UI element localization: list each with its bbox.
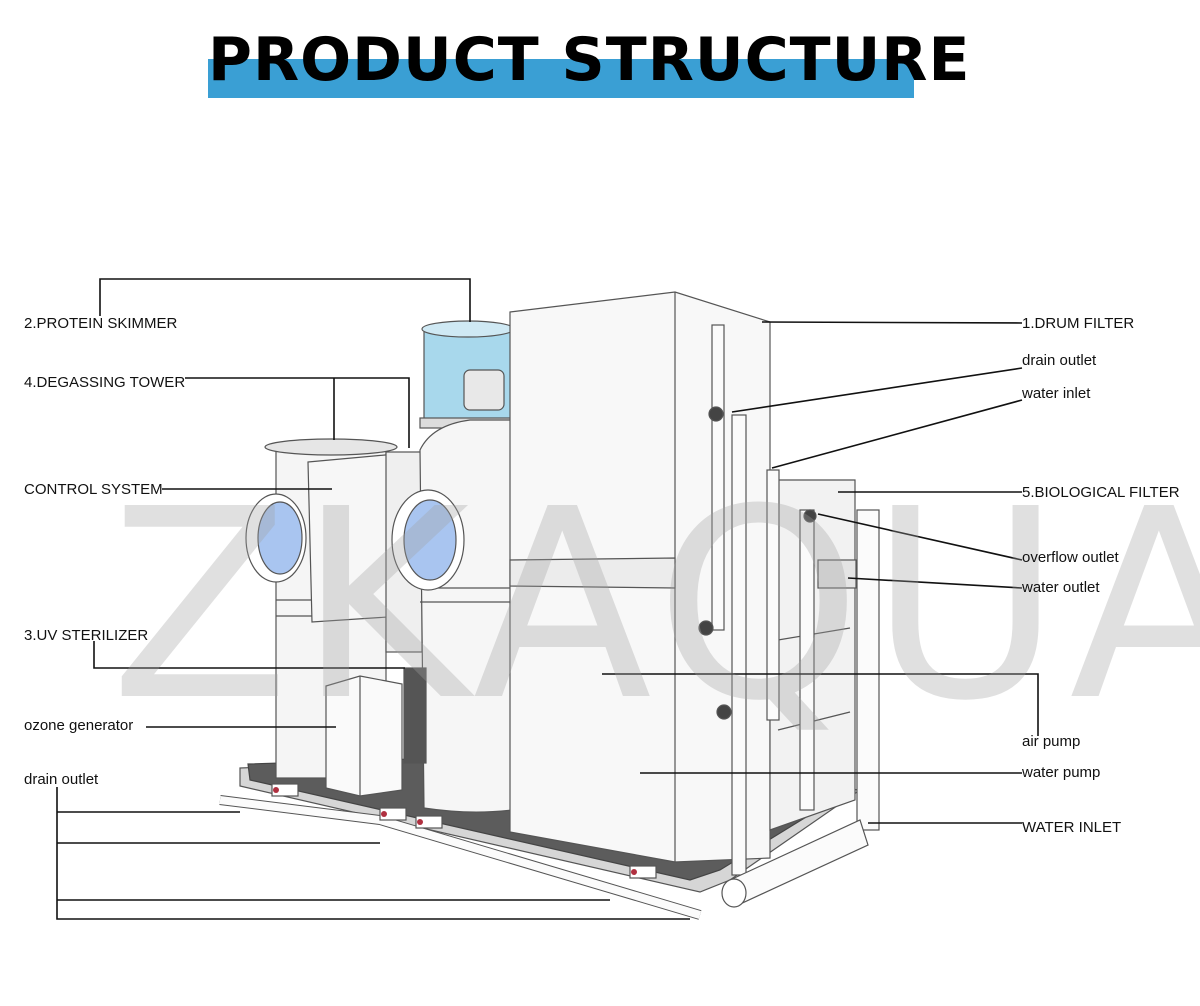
page-title: PRODUCT STRUCTURE [208, 25, 971, 95]
label-water-inlet: water inlet [1022, 385, 1091, 402]
drain-valve-2 [379, 807, 407, 821]
title-band [208, 59, 914, 98]
label-water-outlet: water outlet [1022, 579, 1100, 596]
drain-valve-4 [629, 865, 657, 879]
label-air-pump: air pump [1022, 733, 1081, 750]
label-drum-filter: 1.DRUM FILTER [1022, 315, 1135, 332]
degassing-tower-top [264, 438, 398, 456]
drain-valve-3 [415, 815, 443, 829]
label-biological-filter: 5.BIOLOGICAL FILTER [1022, 484, 1180, 501]
drain-valve-1 [271, 783, 299, 797]
label-degassing-tower: 4.DEGASSING TOWER [24, 374, 186, 391]
label-ozone-generator: ozone generator [24, 717, 134, 734]
watermark-text: ZKAQUA [110, 453, 1200, 758]
label-drain-outlet-right: drain outlet [1022, 352, 1097, 369]
label-protein-skimmer: 2.PROTEIN SKIMMER [24, 315, 178, 332]
label-drain-outlet-left: drain outlet [24, 771, 99, 788]
label-water-inlet-main: WATER INLET [1022, 819, 1122, 836]
label-control-system: CONTROL SYSTEM [24, 481, 163, 498]
leader-lines [56, 278, 1039, 920]
label-overflow-outlet: overflow outlet [1022, 549, 1119, 566]
label-uv-sterilizer: 3.UV STERILIZER [24, 627, 149, 644]
label-water-pump: water pump [1022, 764, 1101, 781]
